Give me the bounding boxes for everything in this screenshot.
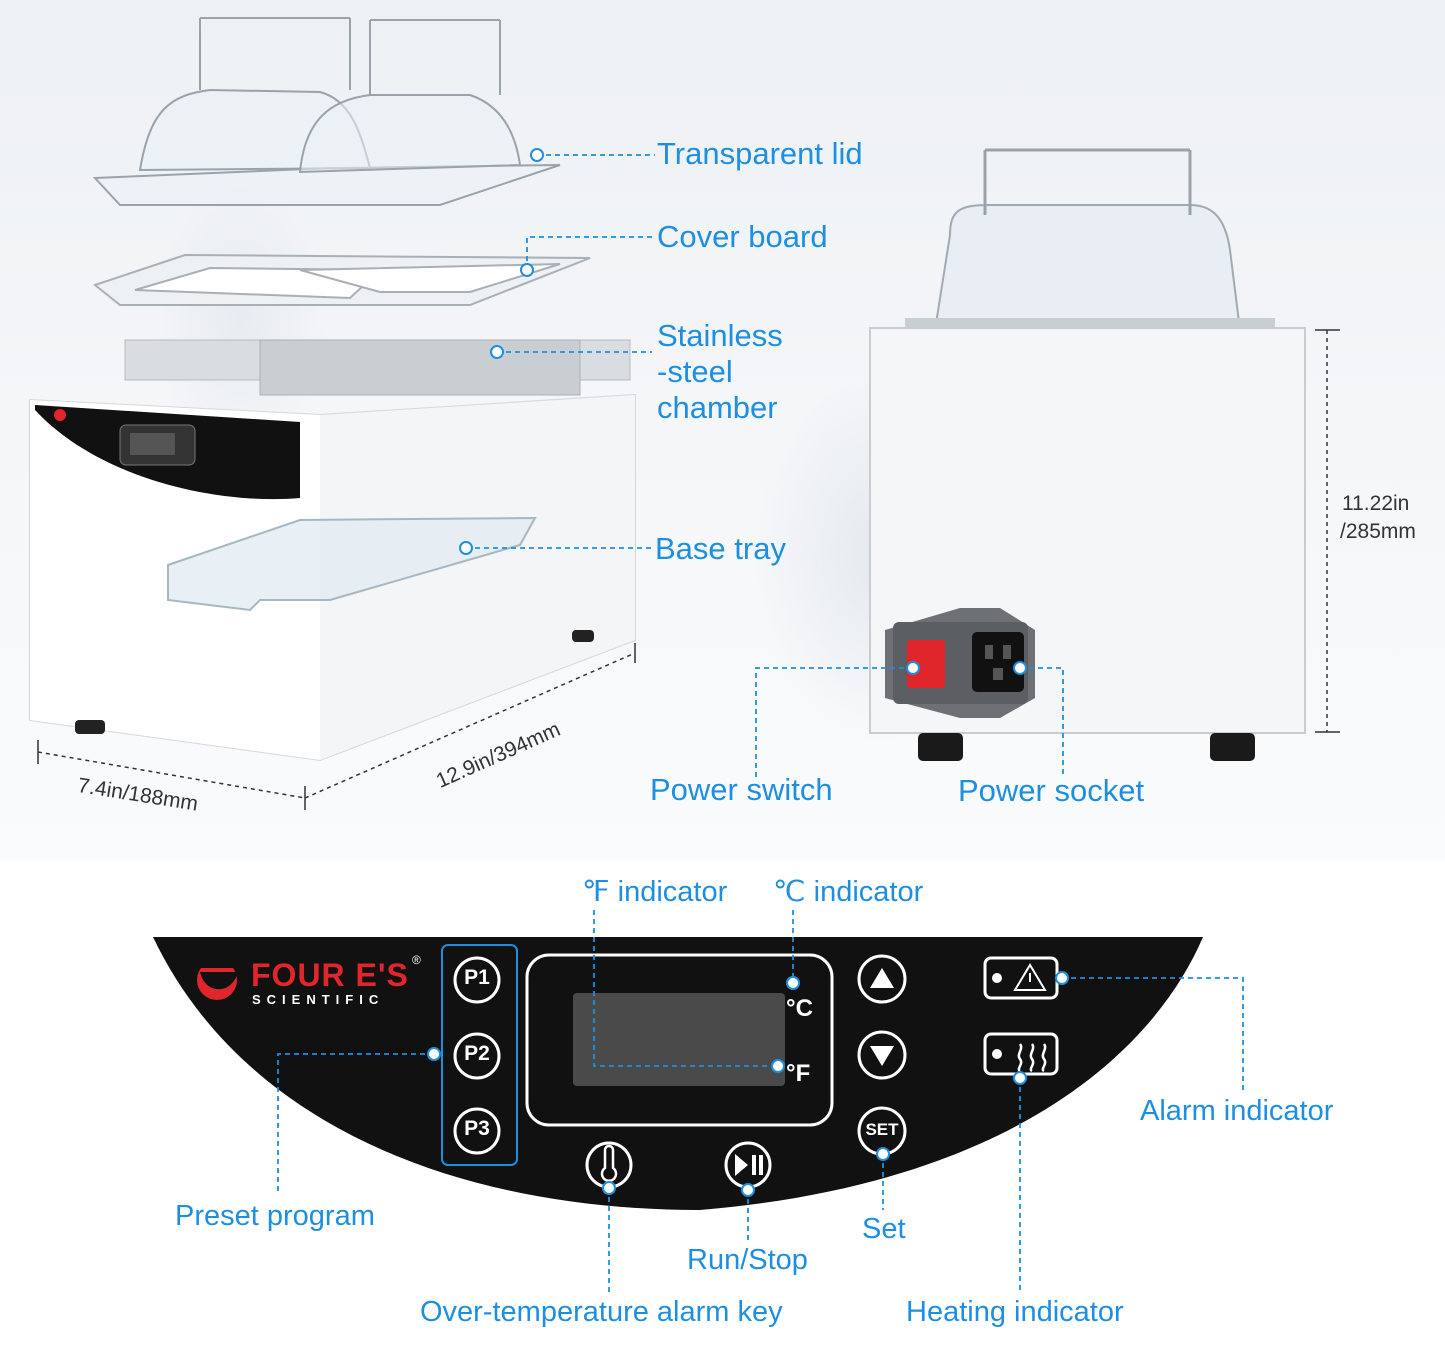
label-over-temperature-alarm-key: Over-temperature alarm key — [420, 1296, 783, 1328]
run-stop-button[interactable] — [726, 1143, 770, 1187]
set-button[interactable]: SET — [865, 1120, 899, 1139]
brand-subtitle: SCIENTIFIC — [252, 992, 385, 1007]
up-arrow-button[interactable] — [859, 956, 905, 1002]
label-power-socket: Power socket — [958, 773, 1145, 808]
fahrenheit-indicator: °F — [786, 1060, 811, 1087]
dimension-height-line2: /285mm — [1340, 520, 1416, 543]
base-tray-illustration — [167, 516, 537, 612]
registered-mark: ® — [412, 953, 421, 967]
preset-box — [441, 944, 518, 1166]
preset-p3-button[interactable]: P3 — [464, 1117, 490, 1140]
label-chamber-line2: -steel — [657, 354, 733, 389]
transparent-lid-illustration — [92, 17, 561, 206]
cover-board-illustration — [92, 253, 591, 306]
label-transparent-lid: Transparent lid — [657, 136, 863, 171]
label-run-stop: Run/Stop — [687, 1244, 808, 1276]
preset-p1-button[interactable]: P1 — [464, 966, 490, 989]
preset-p2-button[interactable]: P2 — [464, 1042, 490, 1065]
dimension-height-line1: 11.22in — [1342, 492, 1410, 515]
callout-leaders-top — [466, 154, 1064, 778]
back-view-illustration — [869, 148, 1306, 761]
label-cover-board: Cover board — [657, 219, 828, 254]
label-alarm-indicator: Alarm indicator — [1140, 1095, 1334, 1127]
down-arrow-button[interactable] — [859, 1032, 905, 1078]
lcd-screen — [573, 993, 785, 1086]
label-chamber-line3: chamber — [657, 390, 778, 425]
celsius-indicator: °C — [786, 995, 813, 1022]
label-f-indicator: ℉ indicator — [582, 876, 728, 908]
label-chamber-line1: Stainless — [657, 318, 783, 353]
dimension-lines — [37, 330, 1328, 799]
label-power-switch: Power switch — [650, 772, 833, 807]
over-temperature-alarm-button[interactable] — [587, 1143, 631, 1187]
label-heating-indicator: Heating indicator — [906, 1296, 1124, 1328]
label-preset-program: Preset program — [175, 1200, 375, 1232]
callout-leaders-bottom — [277, 910, 1244, 1292]
label-c-indicator: ℃ indicator — [773, 876, 924, 908]
label-base-tray: Base tray — [655, 531, 786, 566]
brand-name: FOUR E'S — [251, 957, 409, 993]
label-set: Set — [862, 1213, 906, 1245]
brand-logo-mark — [197, 960, 239, 1000]
